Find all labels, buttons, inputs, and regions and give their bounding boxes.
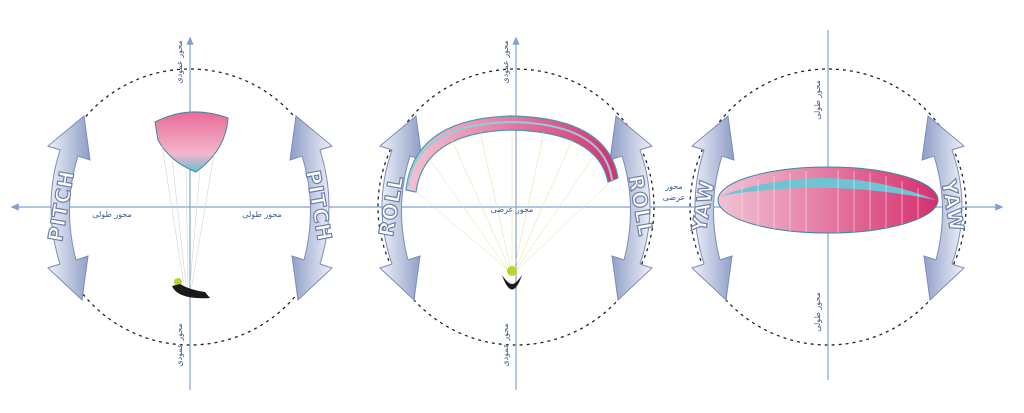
- roll-label-left: ROLL: [374, 173, 408, 238]
- yaw-axis-horizontal-line2: عرضی: [663, 193, 686, 202]
- pitch-label-left: PITCH: [43, 168, 79, 243]
- yaw-arrow-left: [690, 115, 735, 302]
- yaw-axis-vertical-top: محور طولی: [813, 80, 822, 120]
- pitch-axis-horizontal-right: محور طولی: [242, 210, 282, 219]
- roll-arrow-left: [378, 115, 423, 302]
- pitch-axis-vertical-top: محور عمودی: [175, 40, 184, 83]
- pitch-label-right: PITCH: [301, 168, 337, 243]
- roll-axis-horizontal: محور عرضی: [491, 205, 534, 214]
- yaw-arrow-right: [921, 115, 966, 302]
- pitch-pilot-harness: [172, 284, 210, 299]
- yaw-wing: [717, 166, 939, 234]
- roll-axis-vertical-bottom: محور عمودی: [501, 323, 510, 366]
- pitch-arrow-left: [46, 115, 91, 302]
- pitch-axis-horizontal-left: محور طولی: [92, 210, 132, 219]
- roll-panel: ROLL ROLL محور عمودی محور عمودی محور عرض…: [345, 36, 690, 390]
- roll-wing: [405, 115, 619, 193]
- pitch-axis-vertical-bottom: محور عمودی: [175, 323, 184, 366]
- roll-pilot-helmet: [507, 266, 517, 276]
- yaw-panel: YAW YAW محور طولی محور طولی محور عرضی: [663, 30, 1004, 380]
- yaw-label-right: YAW: [936, 177, 969, 234]
- roll-axis-vertical-top: محور عمودی: [501, 40, 510, 83]
- yaw-axis-vertical-bottom: محور طولی: [813, 292, 822, 332]
- pitch-wing: [154, 111, 229, 173]
- pitch-lines: [161, 144, 215, 286]
- roll-label-right: ROLL: [624, 173, 658, 238]
- yaw-axis-horizontal-line1: محور: [664, 182, 682, 191]
- pitch-panel: PITCH PITCH محور عمودی محور عمودی محور ط…: [10, 36, 345, 390]
- pitch-arrow-right: [289, 115, 334, 302]
- roll-arrow-right: [609, 115, 654, 302]
- yaw-wing-cells: [741, 170, 919, 233]
- roll-pilot-harness: [502, 275, 522, 290]
- roll-lines: [413, 130, 611, 271]
